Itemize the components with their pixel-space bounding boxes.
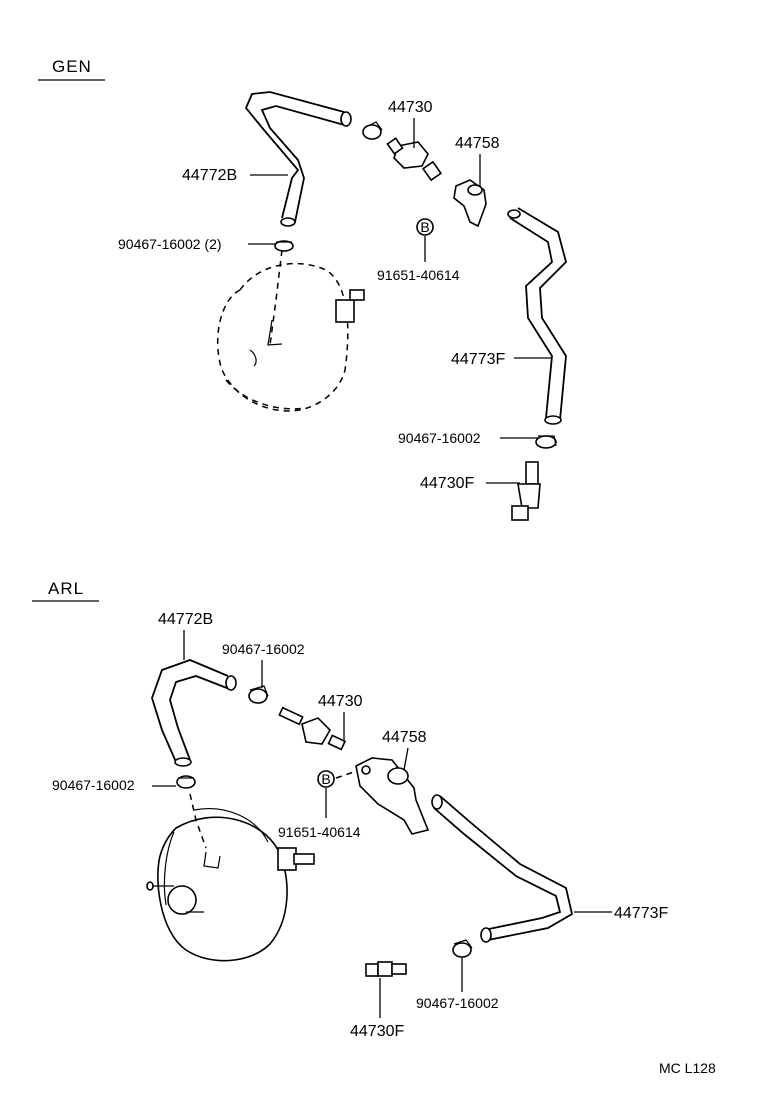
label-clamp-booster-arl: 90467-16002 xyxy=(52,777,135,793)
bracket-44758-gen xyxy=(453,179,487,228)
section-title-arl: ARL xyxy=(48,579,84,598)
label-check-valve-gen: 44730 xyxy=(388,99,433,116)
label-hose-upper-arl: 44772B xyxy=(158,611,213,628)
clamp-arl-upper xyxy=(248,685,269,704)
clamp-arl-booster xyxy=(176,775,196,789)
union-44730f-arl xyxy=(365,961,407,977)
check-valve-44730-gen xyxy=(386,137,443,182)
diagram-code: MC L128 xyxy=(659,1060,716,1076)
label-hose-lower-arl: 44773F xyxy=(614,905,668,922)
clamp-arl-lower xyxy=(452,939,473,958)
bolt-marker-arl: B xyxy=(321,771,330,787)
hose-44773f-gen xyxy=(507,207,568,425)
hose-44772b-arl xyxy=(151,659,237,767)
label-bolt-arl: 91651-40614 xyxy=(278,824,361,840)
label-bolt-gen: 91651-40614 xyxy=(377,267,460,283)
label-union-arl: 44730F xyxy=(350,1023,404,1040)
bolt-marker-circle-arl xyxy=(317,770,335,788)
leader-bracket-arl xyxy=(403,747,409,771)
section-gen: GEN 44772B 44730 44758 xyxy=(38,57,568,521)
bolt-marker-gen: B xyxy=(420,219,429,235)
label-bracket-arl: 44758 xyxy=(382,729,427,746)
section-arl: ARL 44772B 90467-16002 44730 B xyxy=(32,579,668,1040)
bolt-dash-arl xyxy=(335,769,361,779)
label-check-valve-arl: 44730 xyxy=(318,693,363,710)
label-bracket-gen: 44758 xyxy=(455,135,500,152)
bracket-44758-arl xyxy=(355,757,430,835)
label-clamp-lower-arl: 90467-16002 xyxy=(416,995,499,1011)
check-valve-44730-arl xyxy=(278,706,347,751)
label-clamp-gen: 90467-16002 (2) xyxy=(118,236,222,252)
section-title-gen: GEN xyxy=(52,57,92,76)
label-union-gen: 44730F xyxy=(420,475,474,492)
clamp-gen-booster xyxy=(274,240,294,252)
clamp-gen-valve xyxy=(362,121,383,140)
clamp-gen-lower xyxy=(535,435,557,449)
label-hose-upper-gen: 44772B xyxy=(182,167,237,184)
bolt-marker-circle-gen xyxy=(416,218,434,236)
brake-booster-arl xyxy=(146,793,315,962)
label-clamp-lower-gen: 90467-16002 xyxy=(398,430,481,446)
union-44730f-gen xyxy=(511,461,541,521)
label-clamp-upper-arl: 90467-16002 xyxy=(222,641,305,657)
label-hose-lower-gen: 44773F xyxy=(451,351,505,368)
brake-booster-gen xyxy=(216,249,365,412)
hose-44773f-arl xyxy=(431,794,574,943)
hose-44772b-gen xyxy=(244,91,352,227)
